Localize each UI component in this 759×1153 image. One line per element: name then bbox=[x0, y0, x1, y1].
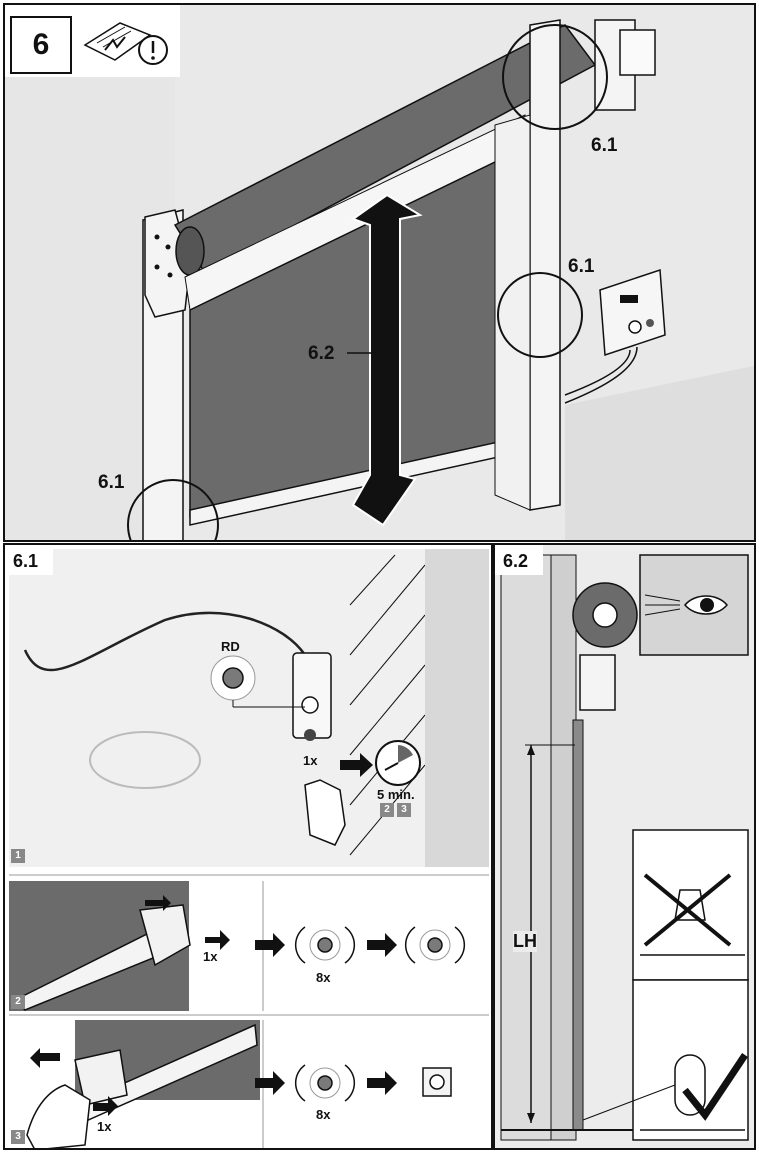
overview-panel: 6 6.1 6.1 6.2 6.1 bbox=[3, 3, 756, 542]
press-count-3: 1x bbox=[97, 1119, 112, 1134]
section-6-2-panel: 6.2 LH bbox=[493, 543, 756, 1150]
manual-warning-icon bbox=[83, 22, 168, 65]
detail-circle-bottom bbox=[127, 479, 219, 540]
step-number: 6 bbox=[32, 28, 50, 61]
led-flash-icon bbox=[404, 926, 466, 964]
substep-3: 3 bbox=[15, 1131, 21, 1142]
detail-circle-middle bbox=[497, 272, 583, 358]
step-ref-3: 3 bbox=[401, 804, 407, 815]
dimension-label: LH bbox=[513, 931, 537, 952]
step-ref-2: 2 bbox=[384, 804, 390, 815]
label-6-1-bottom: 6.1 bbox=[98, 472, 125, 493]
control-unit bbox=[292, 652, 332, 739]
led-flash-icon bbox=[294, 926, 356, 964]
step-number-box bbox=[10, 16, 72, 74]
flash-count-3: 8x bbox=[316, 1107, 331, 1122]
arrow-right-icon bbox=[367, 1071, 397, 1095]
substep-2: 2 bbox=[15, 996, 21, 1007]
section-6-1-title: 6.1 bbox=[13, 551, 39, 571]
detail-circle-top bbox=[502, 24, 608, 130]
led-label: RD bbox=[221, 639, 240, 654]
press-count-2: 1x bbox=[203, 949, 218, 964]
led-flash-icon bbox=[294, 1064, 356, 1102]
up-down-arrow-icon bbox=[350, 193, 423, 527]
overview-illustration bbox=[5, 5, 754, 540]
check-mark-icon bbox=[682, 1053, 748, 1121]
press-count: 1x bbox=[303, 753, 318, 768]
arrow-right-icon bbox=[255, 1071, 285, 1095]
eye-icon bbox=[644, 594, 728, 616]
label-6-1-top: 6.1 bbox=[591, 135, 618, 156]
section-6-2-illustration bbox=[495, 545, 754, 1148]
arrow-right-icon bbox=[255, 933, 285, 957]
substep-1: 1 bbox=[15, 850, 21, 861]
section-6-2-title: 6.2 bbox=[503, 551, 529, 571]
timer-label: 5 min. bbox=[377, 787, 415, 802]
cross-mark-icon bbox=[643, 873, 732, 947]
section-6-1-panel: 6.1 RD 1x 5 min. 2 3 1 1x 8x 2 8x 1x 3 bbox=[3, 543, 493, 1150]
timer-icon bbox=[375, 740, 421, 786]
arrow-right-icon bbox=[367, 933, 397, 957]
label-6-2: 6.2 bbox=[308, 343, 335, 364]
arrow-right-icon bbox=[340, 753, 373, 777]
led-flash-icon bbox=[210, 655, 256, 701]
flash-count-2: 8x bbox=[316, 970, 331, 985]
section-6-1-illustration bbox=[5, 545, 489, 1148]
label-6-1-control: 6.1 bbox=[568, 256, 595, 277]
